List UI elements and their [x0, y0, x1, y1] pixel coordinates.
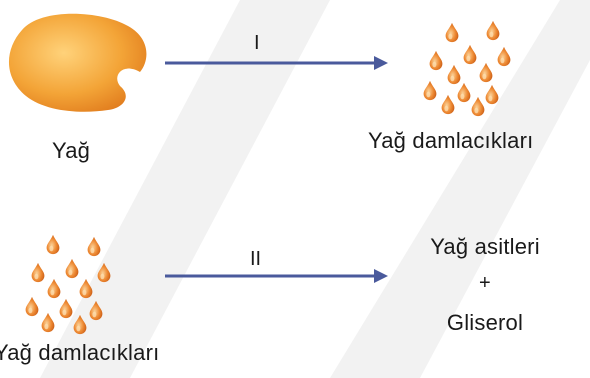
arrow-step-1: [165, 56, 388, 70]
watermark: [40, 0, 590, 378]
fat-droplets-label: Yağ damlacıkları: [368, 128, 534, 153]
plus-sign: +: [479, 272, 491, 294]
fat-label: Yağ: [52, 138, 91, 163]
fatty-acids-label: Yağ asitleri: [430, 234, 540, 259]
step-2-label: II: [250, 248, 262, 270]
fat-blob-icon: [8, 13, 147, 112]
fat-droplets-source-label: Yağ damlacıkları: [0, 340, 160, 365]
droplets-cluster-top-icon: [423, 20, 511, 117]
glycerol-label: Gliserol: [446, 310, 524, 335]
arrow-step-2: [165, 269, 388, 283]
step-1-label: I: [254, 32, 260, 54]
